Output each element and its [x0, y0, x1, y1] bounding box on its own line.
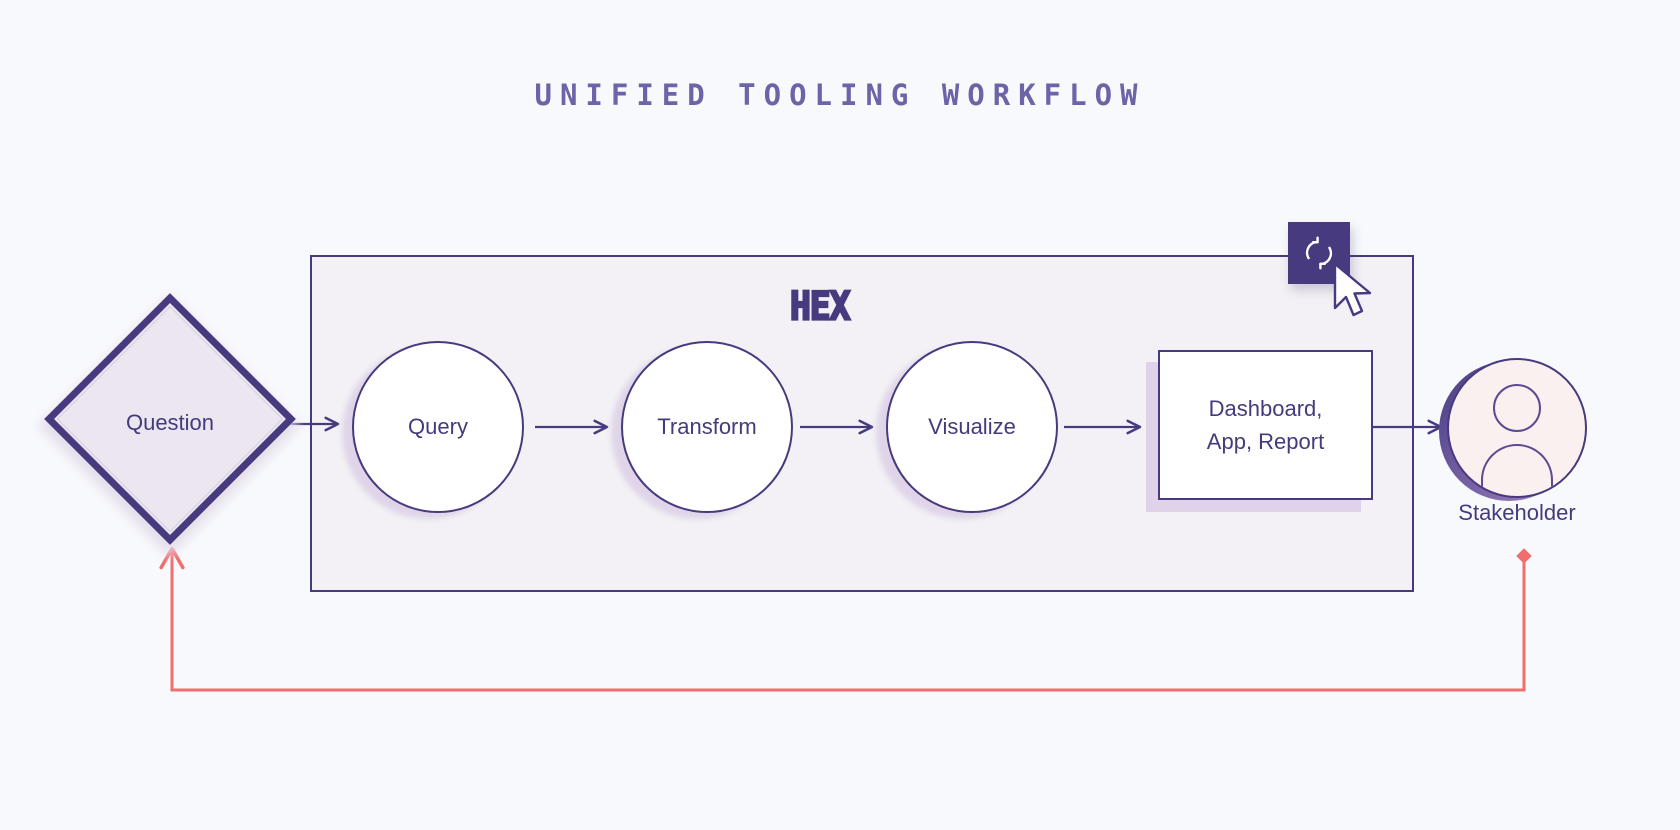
stakeholder-label: Stakeholder: [1458, 500, 1576, 525]
query-circle-shape: Query: [352, 341, 524, 513]
node-stakeholder[interactable]: [1439, 358, 1587, 501]
person-body-icon: [1481, 444, 1553, 496]
node-query[interactable]: Query: [342, 341, 524, 519]
output-label-line1: Dashboard,: [1208, 396, 1323, 421]
mouse-pointer-icon: [1333, 262, 1372, 317]
node-output[interactable]: Dashboard, App, Report: [1146, 350, 1373, 512]
page-title: UNIFIED TOOLING WORKFLOW: [534, 78, 1146, 112]
refresh-sync-icon: [1305, 236, 1333, 270]
avatar: [1447, 358, 1587, 498]
node-transform[interactable]: Transform: [611, 341, 793, 519]
output-box-shape: Dashboard, App, Report: [1158, 350, 1373, 500]
node-visualize[interactable]: Visualize: [876, 341, 1058, 519]
query-label: Query: [408, 414, 468, 439]
output-label-line2: App, Report: [1206, 429, 1325, 454]
hex-brand-logo: HEX: [789, 282, 852, 330]
person-head-icon: [1493, 384, 1541, 432]
visualize-circle-shape: Visualize: [886, 341, 1058, 513]
visualize-label: Visualize: [928, 414, 1016, 439]
question-label: Question: [125, 410, 215, 435]
node-question[interactable]: Question: [37, 293, 301, 558]
transform-circle-shape: Transform: [621, 341, 793, 513]
transform-label: Transform: [657, 414, 757, 439]
feedback-loop-start-marker: [1516, 548, 1532, 564]
